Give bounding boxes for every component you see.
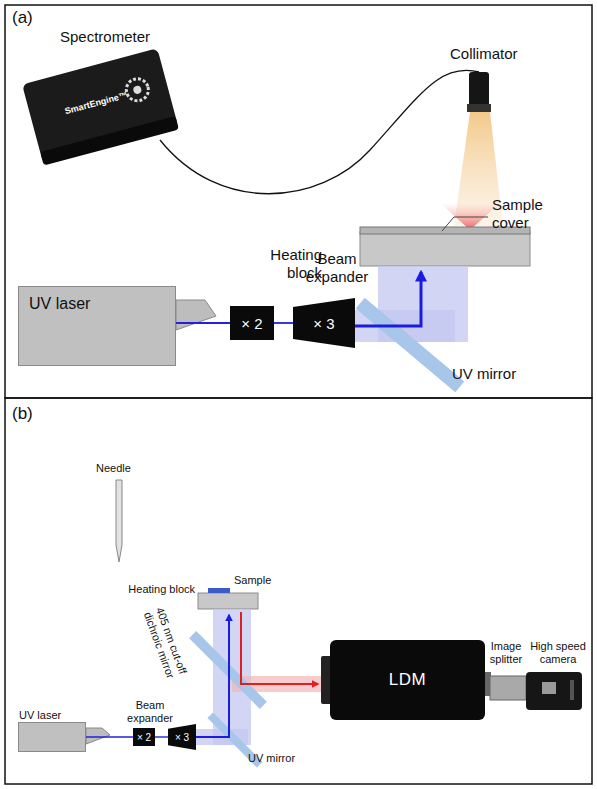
part-label: High speed camera bbox=[528, 640, 588, 666]
node-text: × 3 bbox=[175, 732, 189, 743]
part-label: Sample cover bbox=[492, 196, 550, 231]
laser-beam-line bbox=[155, 736, 168, 737]
beam-expander-box: × 2 bbox=[230, 306, 274, 340]
part-label: Image splitter bbox=[482, 640, 530, 666]
panel-letter: (a) bbox=[12, 8, 33, 28]
ldm-box: LDM bbox=[330, 640, 485, 720]
part-label: Spectrometer bbox=[60, 28, 150, 46]
part-label: UV mirror bbox=[248, 752, 295, 765]
node-text: LDM bbox=[389, 670, 426, 690]
part-label: Needle bbox=[96, 462, 131, 475]
node-text: × 2 bbox=[137, 732, 151, 743]
node-text: UV laser bbox=[19, 709, 61, 721]
panel-letter: (b) bbox=[12, 404, 33, 424]
laser-box: UV laser bbox=[18, 286, 176, 366]
node-text: UV laser bbox=[29, 295, 90, 312]
part-label: Beam expander bbox=[125, 699, 175, 725]
laser-beam-line bbox=[274, 322, 293, 324]
laser-beam-line bbox=[86, 736, 133, 737]
beam-expander-box: × 2 bbox=[133, 728, 155, 746]
node-text: × 3 bbox=[313, 315, 334, 332]
part-label: Heating block bbox=[125, 583, 195, 596]
beam-expander-box: × 3 bbox=[168, 724, 196, 750]
part-label: UV mirror bbox=[452, 365, 516, 383]
node-text: × 2 bbox=[241, 315, 262, 332]
part-label: Sample bbox=[234, 574, 271, 587]
part-label: 405 nm cut-off dichroic mirror bbox=[137, 594, 194, 691]
laser-beam-line bbox=[176, 322, 230, 324]
beam-expander-box: × 3 bbox=[293, 298, 355, 348]
laser-box: UV laser bbox=[18, 722, 86, 752]
part-label: Collimator bbox=[450, 45, 518, 63]
part-label: Beam expander bbox=[292, 250, 382, 285]
